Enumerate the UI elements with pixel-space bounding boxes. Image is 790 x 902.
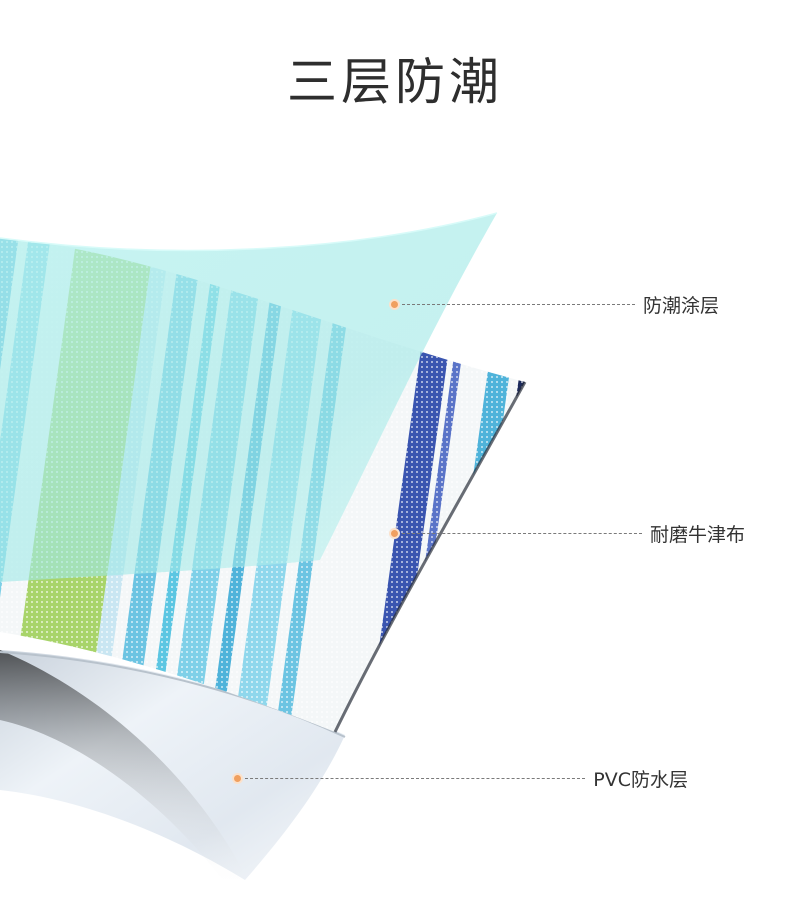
leader-line — [402, 532, 642, 534]
callout-label: 防潮涂层 — [642, 294, 719, 317]
callout-label: 耐磨牛津布 — [649, 523, 745, 546]
coating-film-layer — [0, 212, 498, 582]
callout-marker — [389, 527, 400, 539]
callout-marker — [232, 772, 243, 784]
callout-coating: 防潮涂层 — [389, 294, 719, 317]
callout-oxford: 耐磨牛津布 — [389, 523, 745, 546]
callout-label: PVC防水层 — [593, 768, 688, 791]
leader-line — [245, 777, 586, 779]
page-title: 三层防潮 — [287, 53, 503, 111]
leader-line — [402, 303, 635, 305]
callout-pvc: PVC防水层 — [232, 768, 688, 791]
callout-marker — [389, 298, 400, 310]
